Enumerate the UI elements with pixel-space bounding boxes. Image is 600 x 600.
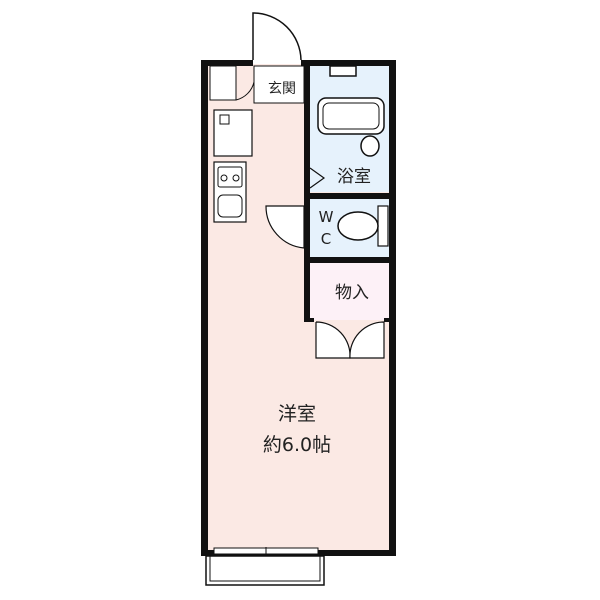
western-room-size-label: 約6.0帖 [263,434,331,456]
entrance-label: 玄関 [268,80,296,97]
stove-burner-icon [220,174,228,182]
bathtub [317,97,385,135]
partition-wall-storage-bottom [304,318,314,322]
western-room-label: 洋室 [278,403,316,425]
balcony-inner [209,555,321,582]
stove-icon [217,166,243,188]
refrigerator-space-inner [219,114,230,125]
entrance-area [253,65,305,104]
balcony [205,555,325,586]
bathtub-inner [322,102,380,130]
entrance-door-swing [252,12,302,61]
toilet-bowl [337,211,379,241]
stove-burner-icon [232,174,240,182]
partition-wall-storage-left [304,257,310,322]
washbasin [360,135,380,157]
bathroom-door-swing [309,167,326,189]
partition-wall-storage-bottom-right [384,318,394,322]
sink-icon [217,194,243,218]
exhaust-fan [329,65,357,77]
outer-wall-left [201,60,208,556]
partition-wall-bath-wc [304,193,396,199]
toilet-door-swing [265,205,305,249]
partition-wall-right-column [304,60,310,263]
toilet-label-c: C [321,230,331,248]
outer-wall-top-left [201,60,253,66]
storage-door-right-swing [349,321,385,359]
storage-label: 物入 [335,283,369,303]
bathroom-label: 浴室 [337,167,371,187]
shoe-cabinet [209,65,237,101]
partition-wall-wc-storage [304,257,396,263]
outer-wall-right [389,60,396,556]
shoe-cabinet-door-swing [235,81,255,101]
toilet-tank [377,205,389,247]
outer-wall-top-right [301,60,396,66]
toilet-label-w: W [319,208,334,226]
storage-area [309,263,393,320]
